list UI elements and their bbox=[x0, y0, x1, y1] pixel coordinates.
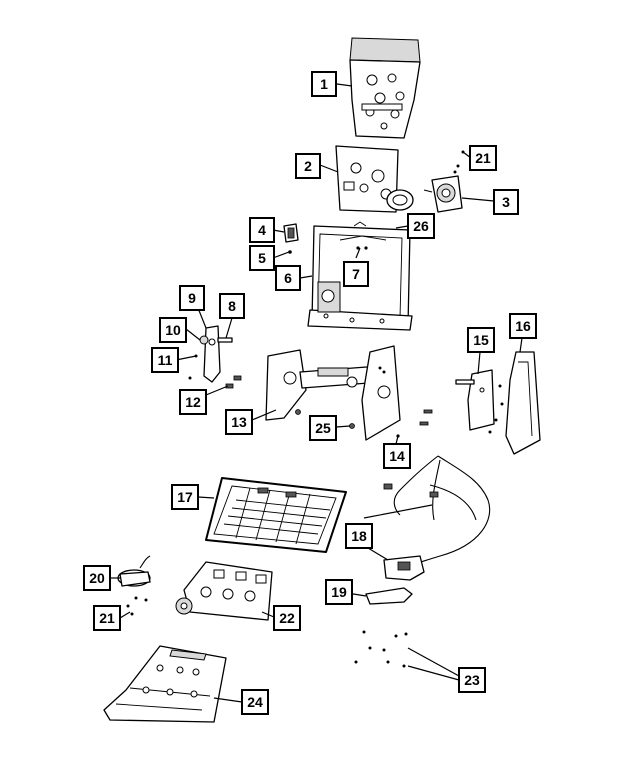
svg-text:24: 24 bbox=[247, 694, 263, 710]
svg-text:2: 2 bbox=[304, 158, 312, 174]
part-26-clip bbox=[353, 221, 367, 227]
svg-text:26: 26 bbox=[413, 218, 429, 234]
svg-text:18: 18 bbox=[351, 528, 367, 544]
part-11-screws bbox=[188, 354, 198, 380]
callout-11: 11 bbox=[151, 347, 179, 373]
part-12-bolts bbox=[225, 375, 242, 389]
part-21-fasteners-lower bbox=[126, 596, 148, 616]
svg-text:4: 4 bbox=[258, 222, 266, 238]
leader-lines bbox=[110, 83, 523, 703]
part-1-seatback-heater-pad bbox=[349, 37, 421, 139]
part-18-wire-harness bbox=[383, 455, 491, 581]
part-14-screws bbox=[396, 409, 433, 438]
part-13-seat-adjuster bbox=[265, 345, 401, 441]
svg-text:10: 10 bbox=[165, 322, 181, 338]
part-2-seatback-panel bbox=[335, 145, 414, 213]
part-20-sensor-module bbox=[117, 555, 151, 587]
callout-21-upper: 21 bbox=[469, 145, 497, 171]
callout-4: 4 bbox=[249, 217, 275, 243]
callout-22: 22 bbox=[273, 605, 301, 631]
part-24-cushion-mat bbox=[103, 645, 227, 723]
callout-21-lower: 21 bbox=[93, 605, 121, 631]
callout-26: 26 bbox=[407, 213, 435, 239]
callout-18: 18 bbox=[345, 523, 373, 549]
part-22-cushion-heater-pad bbox=[175, 561, 273, 621]
part-19-bracket bbox=[365, 587, 413, 605]
svg-text:23: 23 bbox=[464, 672, 480, 688]
svg-text:14: 14 bbox=[389, 448, 405, 464]
svg-text:16: 16 bbox=[515, 318, 531, 334]
part-3-lumbar-motor bbox=[423, 175, 463, 213]
svg-text:5: 5 bbox=[258, 250, 266, 266]
part-8-pivot-pin bbox=[217, 337, 233, 343]
callout-19: 19 bbox=[325, 579, 353, 605]
callout-20: 20 bbox=[83, 565, 111, 591]
callout-25: 25 bbox=[309, 415, 337, 441]
part-25-bolt bbox=[295, 409, 355, 429]
part-16-outer-shield bbox=[488, 351, 541, 455]
callout-9: 9 bbox=[179, 285, 205, 311]
callout-23: 23 bbox=[458, 667, 486, 693]
part-17-cushion-frame bbox=[205, 477, 347, 553]
callout-12: 12 bbox=[179, 389, 207, 415]
callout-15: 15 bbox=[467, 327, 495, 353]
callout-2: 2 bbox=[295, 153, 321, 179]
callout-10: 10 bbox=[159, 317, 187, 343]
svg-text:20: 20 bbox=[89, 570, 105, 586]
svg-text:6: 6 bbox=[284, 270, 292, 286]
svg-text:21: 21 bbox=[475, 150, 491, 166]
svg-text:13: 13 bbox=[231, 414, 247, 430]
callout-3: 3 bbox=[493, 189, 519, 215]
callout-13: 13 bbox=[225, 409, 253, 435]
svg-text:3: 3 bbox=[502, 194, 510, 210]
part-21-fasteners-upper bbox=[453, 150, 465, 174]
svg-text:19: 19 bbox=[331, 584, 347, 600]
callout-14: 14 bbox=[383, 443, 411, 469]
callout-8: 8 bbox=[219, 293, 245, 319]
part-10-bushing bbox=[199, 335, 209, 345]
svg-text:9: 9 bbox=[188, 290, 196, 306]
svg-text:7: 7 bbox=[352, 266, 360, 282]
callout-7: 7 bbox=[343, 261, 369, 287]
callout-16: 16 bbox=[509, 313, 537, 339]
svg-text:25: 25 bbox=[315, 420, 331, 436]
part-9-side-shield bbox=[203, 325, 221, 383]
svg-text:1: 1 bbox=[320, 76, 328, 92]
part-4-bracket bbox=[283, 223, 299, 243]
svg-text:11: 11 bbox=[158, 352, 173, 368]
svg-text:8: 8 bbox=[228, 298, 236, 314]
part-6-seatback-frame bbox=[307, 225, 413, 331]
svg-text:17: 17 bbox=[177, 489, 193, 505]
part-5-screw bbox=[288, 250, 292, 254]
part-23-clips bbox=[354, 630, 408, 668]
callout-1: 1 bbox=[311, 71, 337, 97]
part-15-inner-shield bbox=[455, 369, 495, 431]
callout-5: 5 bbox=[249, 245, 275, 271]
callout-6: 6 bbox=[275, 265, 301, 291]
callout-24: 24 bbox=[241, 689, 269, 715]
svg-text:15: 15 bbox=[473, 332, 489, 348]
callout-17: 17 bbox=[171, 484, 199, 510]
svg-text:12: 12 bbox=[185, 394, 201, 410]
svg-text:21: 21 bbox=[99, 610, 115, 626]
svg-text:22: 22 bbox=[279, 610, 295, 626]
